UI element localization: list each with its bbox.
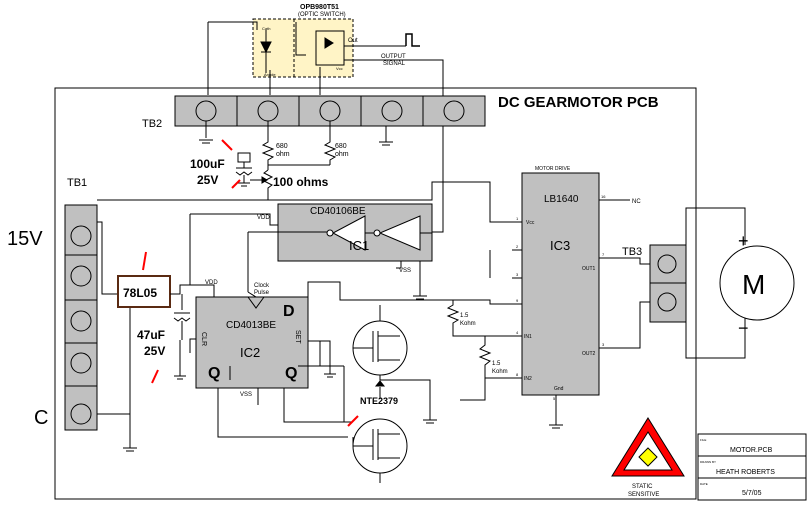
r15-b-value: 1.5 [492,361,501,367]
ic2-box [195,296,309,389]
tb1-block [64,204,98,431]
tb2-label: TB2 [142,118,162,130]
r15-a-unit: Kohm [460,321,476,327]
optic-desc-label: (OPTIC SWITCH) [298,12,346,18]
page-title: DC GEARMOTOR PCB [498,94,659,111]
ic3-pin7: 7 [602,252,605,257]
ic3-pin3: 3 [516,272,519,277]
vdd-label-2: VDD [205,280,218,286]
ic3-pin5: 5 [553,396,556,401]
r680-a-value: 680 [276,143,288,150]
motor-minus: − [738,318,749,338]
tb-file-label: FILE [700,438,706,442]
ic2-pulse-label: Pulse [254,290,270,296]
motor-icon [719,245,795,321]
tb-file: MOTOR.PCB [730,447,773,454]
ic3-box [521,172,600,396]
ic2-qbar-pin: Q [208,365,220,382]
tb-drawn: HEATH ROBERTS [716,469,775,476]
cap2-voltage-label: 25V [144,344,165,358]
warning-line1: STATIC [632,484,653,490]
ic3-pin1: 1 [516,216,519,221]
ic1-part-label: CD40106BE [310,206,366,217]
r15-a-value: 1.5 [460,313,469,319]
ic2-set-pin: SET [294,330,301,344]
ic3-nc-label: NC [632,199,641,205]
pcb-outline [54,87,697,500]
ic3-pin4: 4 [516,330,519,335]
tb-drawn-label: DRAWN BY [700,460,716,464]
regulator-label: 78L05 [123,286,157,300]
optic-cath-label: Cath [262,26,270,31]
cap2-value-label: 47uF [137,328,165,342]
ic2-q-pin: Q [285,365,297,382]
common-label: C [34,407,48,429]
ic3-in2-pin: IN2 [524,376,532,382]
r680-b-value: 680 [335,143,347,150]
output-label-1: OUTPUT [381,54,406,60]
motor-plus: + [738,231,749,251]
ic2-d-pin: D [283,303,295,320]
optic-part-label: OPB980T51 [300,4,339,11]
optic-vcc-label: Vcc [336,66,343,71]
supply-voltage-label: 15V [7,228,43,250]
ic3-vcc-pin: Vcc [526,220,535,226]
regulator-78l05 [117,275,171,308]
optic-out-label: Out [348,38,358,44]
ic2-clock-label: Clock [254,283,270,289]
cap1-value-label: 100uF [190,157,225,171]
motor-label: M [742,269,765,300]
tb-date: 5/7/05 [742,490,762,497]
ic3-pin3b: 3 [602,342,605,347]
r680-b-unit: ohm [335,151,349,158]
ic3-pin9: 9 [516,298,519,303]
pot-label: 100 ohms [273,175,329,189]
ic2-ref-label: IC2 [240,345,260,360]
ic2-part-label: CD4013BE [226,320,276,331]
ic1-ref-label: IC1 [349,238,369,253]
vdd-label-1: VDD [257,215,270,221]
photo-detector-box [315,30,345,66]
ic3-gnd-pin: Gnd [554,386,564,392]
ic3-header: MOTOR DRIVE [535,166,571,172]
ic3-out2-pin: OUT2 [582,351,596,357]
tb3-label: TB3 [622,246,642,258]
tb1-label: TB1 [67,177,87,189]
ic3-out1-pin: OUT1 [582,266,596,272]
transistor-label: NTE2379 [360,396,398,406]
ic3-pin16: 16 [601,194,606,199]
ic3-ref-label: IC3 [550,238,570,253]
optic-switch-box [252,18,354,78]
r15-b-unit: Kohm [492,369,508,375]
ic2-clr-pin: CLR [200,332,207,346]
warning-line2: SENSITIVE [628,492,659,498]
buffer-triangle-icon [324,37,334,49]
ic3-pin8: 8 [516,372,519,377]
title-block [697,433,807,501]
output-label-2: SIGNAL [383,61,406,67]
r680-a-unit: ohm [276,151,290,158]
optic-anode-label: Anode [264,72,276,77]
vss-label-2: VSS [240,392,252,398]
tb-date-label: DATE [700,482,708,486]
ic3-pin2: 2 [516,244,519,249]
cap1-voltage-label: 25V [197,173,218,187]
vss-label-1: VSS [399,268,411,274]
ic3-in1-pin: IN1 [524,334,532,340]
ic3-part-label: LB1640 [544,194,579,205]
